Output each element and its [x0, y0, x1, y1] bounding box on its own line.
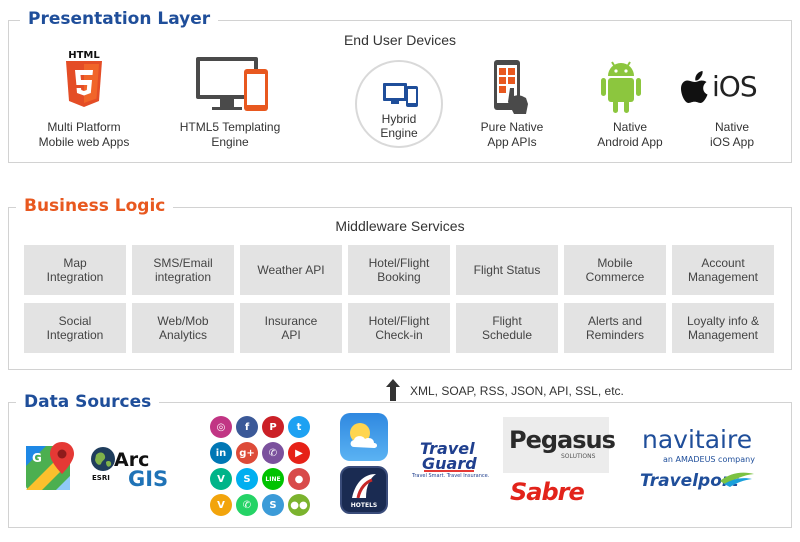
periscope-icon: ● — [288, 468, 310, 490]
html5-icon: HTML — [64, 50, 104, 110]
pinterest-icon: P — [262, 416, 284, 438]
native-android-label: Native Android App — [597, 120, 663, 149]
service-flight-status: Flight Status — [456, 245, 558, 295]
viber-icon: ✆ — [262, 442, 284, 464]
arcgis-logo: ESRI Arc GIS — [90, 446, 180, 492]
instagram-icon: ◎ — [210, 416, 232, 438]
pegasus-logo: Pegasus SOLUTIONS — [503, 417, 616, 473]
html5-templating-label: HTML5 Templating Engine — [179, 120, 281, 149]
tablet-phone-icon — [383, 83, 418, 107]
ios-badge-text: iOS — [712, 70, 758, 103]
html5-badge-text: HTML — [68, 50, 100, 61]
navitaire-sub: an AMADEUS company — [663, 455, 755, 464]
android-icon — [600, 56, 642, 116]
service-web-mob-analytics: Web/Mob Analytics — [132, 303, 234, 353]
travelguard-line2: Guard — [422, 454, 477, 473]
arcgis-arc-text: Arc — [114, 449, 150, 471]
service-map-integration: Map Integration — [24, 245, 126, 295]
presentation-layer-section — [8, 20, 792, 163]
vine-icon: V — [210, 468, 232, 490]
service-social-integration: Social Integration — [24, 303, 126, 353]
travelport-swoosh-icon — [720, 472, 754, 487]
service-loyalty-management: Loyalty info & Management — [672, 303, 774, 353]
travelguard-tagline: Travel Smart. Travel Insurance. — [412, 473, 490, 479]
presentation-layer-title: Presentation Layer — [20, 9, 219, 29]
touch-phone-icon — [492, 58, 534, 116]
service-flight-schedule: Flight Schedule — [456, 303, 558, 353]
navitaire-logo: navitaire — [642, 425, 753, 454]
twitter-icon: t — [288, 416, 310, 438]
arcgis-esri-text: ESRI — [92, 474, 110, 482]
skype-alt-icon: S — [262, 494, 284, 516]
data-sources-section — [8, 402, 792, 528]
arcgis-gis-text: GIS — [128, 467, 169, 491]
travelguard-logo: Travel Guard Travel Smart. Travel Insura… — [410, 440, 500, 485]
service-weather-api: Weather API — [240, 245, 342, 295]
service-alerts-reminders: Alerts and Reminders — [564, 303, 666, 353]
service-sms-email: SMS/Email integration — [132, 245, 234, 295]
multi-platform-label: Multi Platform Mobile web Apps — [38, 120, 130, 149]
travelguard-line1: Travel — [420, 439, 475, 458]
google-plus-icon: g+ — [236, 442, 258, 464]
pure-native-label: Pure Native App APIs — [480, 120, 544, 149]
service-hotel-flight-booking: Hotel/Flight Booking — [348, 245, 450, 295]
travelguard-swoosh — [424, 470, 474, 472]
google-maps-icon: G — [26, 442, 76, 492]
service-mobile-commerce: Mobile Commerce — [564, 245, 666, 295]
sabre-logo: Sabre — [510, 478, 585, 506]
hotels-badge-text: HOTELS — [350, 502, 378, 509]
weather-app-icon — [340, 413, 388, 461]
hybrid-engine-circle: Hybrid Engine — [355, 60, 443, 148]
service-insurance-api: Insurance API — [240, 303, 342, 353]
hotels-app-icon: HOTELS — [340, 466, 388, 514]
protocols-label: XML, SOAP, RSS, JSON, API, SSL, etc. — [410, 384, 624, 398]
middleware-services-heading: Middleware Services — [335, 218, 465, 234]
svg-text:G: G — [32, 451, 42, 465]
youtube-icon: ▶ — [288, 442, 310, 464]
service-account-management: Account Management — [672, 245, 774, 295]
middleware-services-grid: Map Integration SMS/Email integration We… — [24, 245, 774, 353]
facebook-icon: f — [236, 416, 258, 438]
monitor-phone-icon — [194, 55, 274, 115]
business-logic-section — [8, 207, 792, 370]
pegasus-name: Pegasus — [509, 426, 616, 454]
pegasus-sub: SOLUTIONS — [561, 453, 596, 460]
travelport-logo: Travelport — [640, 471, 739, 491]
service-hotel-flight-checkin: Hotel/Flight Check-in — [348, 303, 450, 353]
apple-ios-icon: iOS — [680, 70, 760, 110]
business-logic-title: Business Logic — [16, 196, 174, 216]
hybrid-engine-label: Hybrid Engine — [380, 112, 418, 140]
vimeo-icon: V — [210, 494, 232, 516]
arrow-up-icon — [386, 379, 400, 401]
linkedin-icon: in — [210, 442, 232, 464]
wechat-icon: ●● — [288, 494, 310, 516]
whatsapp-icon: ✆ — [236, 494, 258, 516]
line-icon: LINE — [262, 468, 284, 490]
skype-icon: S — [236, 468, 258, 490]
data-sources-title: Data Sources — [16, 392, 160, 412]
native-ios-label: Native iOS App — [709, 120, 755, 149]
end-user-devices-heading: End User Devices — [343, 32, 457, 48]
